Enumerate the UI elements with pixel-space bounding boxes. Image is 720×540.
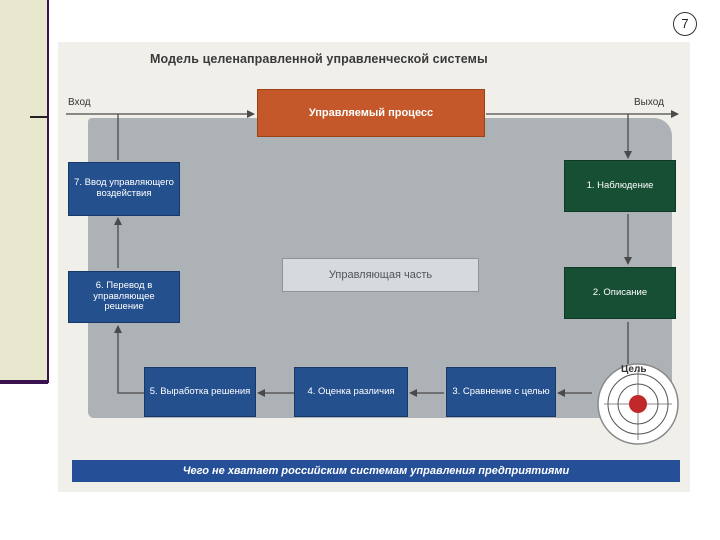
page-number: 7 xyxy=(673,12,697,36)
slide-side-underline xyxy=(0,380,48,384)
slide-side-tick xyxy=(30,116,48,118)
input-label: Вход xyxy=(68,97,91,108)
step-apply-control: 7. Ввод управляющего воздействия xyxy=(68,162,180,216)
slide-side-band xyxy=(0,0,48,383)
managed-process-box: Управляемый процесс xyxy=(257,89,485,137)
step-observation: 1. Наблюдение xyxy=(564,160,676,212)
step-convert-decision: 6. Перевод в управляющее решение xyxy=(68,271,180,323)
target-icon xyxy=(597,363,679,445)
output-label: Выход xyxy=(634,97,664,108)
step-evaluate-difference: 4. Оценка различия xyxy=(294,367,408,417)
step-description: 2. Описание xyxy=(564,267,676,319)
arrow-step5-step6 xyxy=(114,325,144,394)
diagram-title: Модель целенаправленной управленческой с… xyxy=(150,52,488,66)
diagram-figure: Модель целенаправленной управленческой с… xyxy=(58,42,690,492)
slide-side-divider xyxy=(47,0,49,383)
footer-banner: Чего не хватает российским системам упра… xyxy=(72,460,680,482)
flow-arrows xyxy=(66,110,679,445)
step-compare-with-goal: 3. Сравнение с целью xyxy=(446,367,556,417)
step-develop-decision: 5. Выработка решения xyxy=(144,367,256,417)
target-label: Цель xyxy=(621,364,647,375)
control-part-box: Управляющая часть xyxy=(282,258,479,292)
